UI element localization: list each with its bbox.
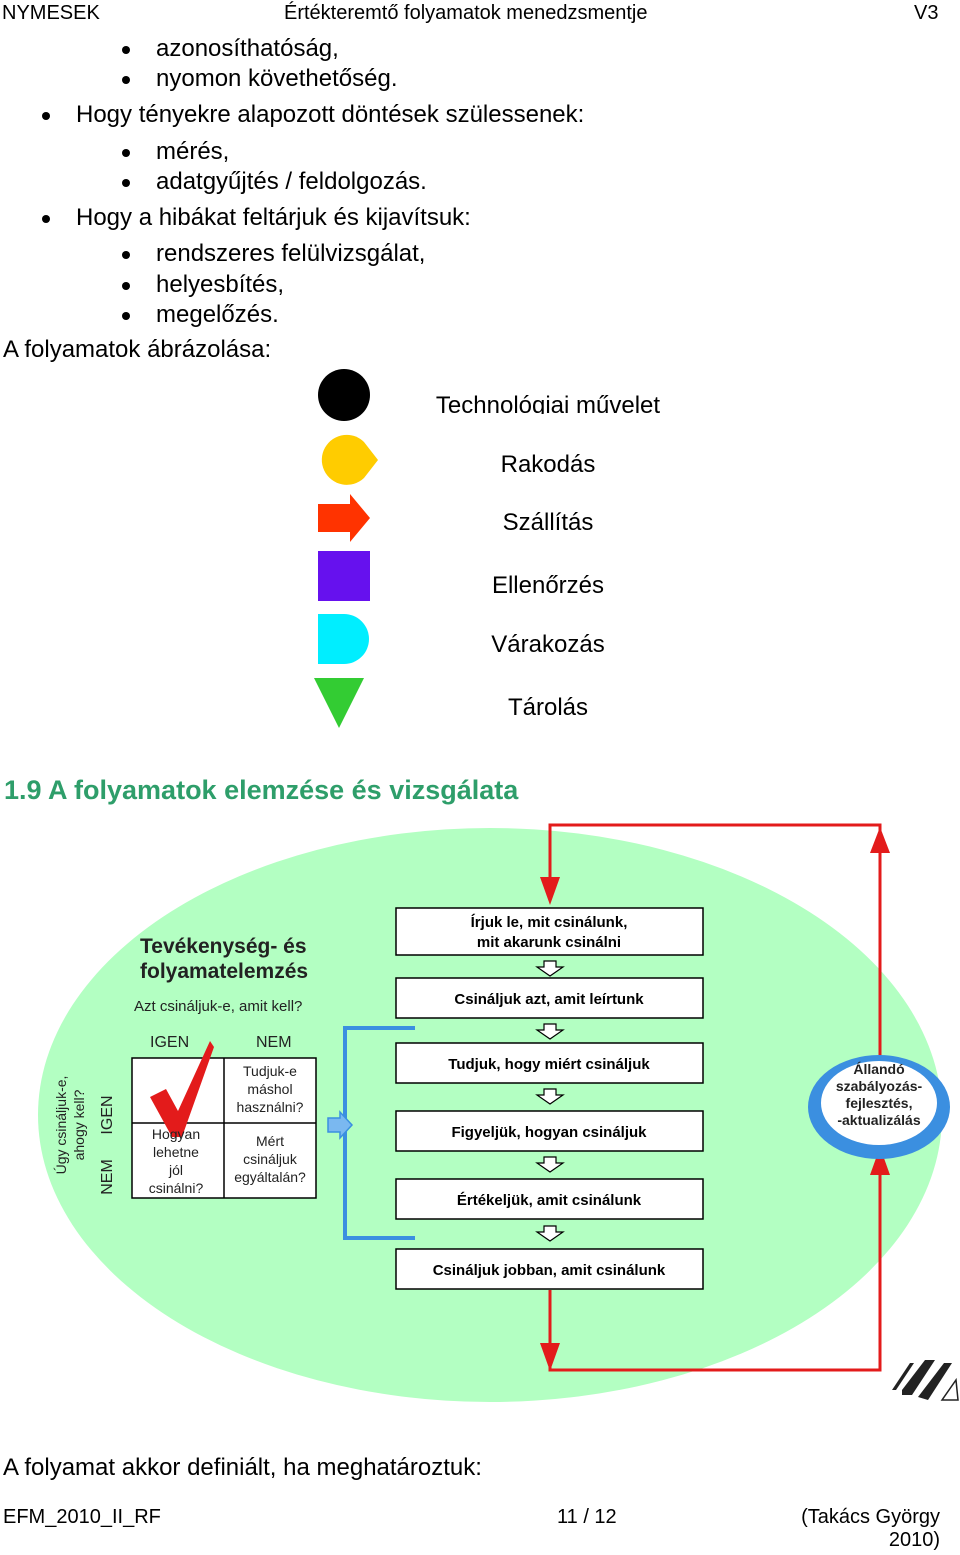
step-boxes: Írjuk le, mit csinálunk, mit akarunk csi… — [395, 907, 704, 1290]
step-6: Csináljuk jobban, amit csinálunk — [433, 1262, 666, 1279]
matrix-title-line2: folyamatelemzés — [140, 960, 308, 983]
list-item: Hogy a hibákat feltárjuk és kijavítsuk: — [42, 204, 471, 231]
bubble-line1: Állandó — [853, 1061, 904, 1077]
arrow-down-icon — [535, 1156, 565, 1173]
symbols-intro: A folyamatok ábrázolása: — [3, 336, 272, 363]
footer-year: 2010) — [888, 1529, 940, 1551]
matrix-question: Azt csináljuk-e, amit kell? — [134, 998, 302, 1015]
technological-operation-symbol — [318, 369, 370, 421]
list-item: rendszeres felülvizsgálat, — [121, 240, 426, 267]
transport-symbol — [318, 494, 370, 542]
checkmark-icon — [150, 1041, 214, 1137]
matrix-col-igen: IGEN — [150, 1034, 189, 1051]
cell-bottom-right-line2: csináljuk — [243, 1151, 298, 1167]
arrow-down-icon — [535, 960, 565, 977]
arrow-up-icon — [870, 1147, 890, 1175]
process-symbols — [314, 369, 378, 728]
matrix-side-line1: Úgy csináljuk-e, — [53, 1076, 69, 1175]
process-analysis-diagram: Írjuk le, mit csinálunk, mit akarunk csi… — [38, 823, 959, 1402]
cell-bottom-left-line2: lehetne — [153, 1144, 199, 1160]
delay-symbol — [318, 614, 369, 664]
bubble-line2: szabályozás- — [836, 1078, 923, 1094]
symbol-label-storage: Tárolás — [507, 694, 589, 721]
activity-matrix: Tevékenység- és folyamatelemzés Azt csin… — [53, 935, 317, 1199]
list-item: mérés, — [121, 138, 230, 165]
symbol-label-loading: Rakodás — [500, 451, 596, 478]
loading-symbol — [321, 434, 378, 485]
matrix-col-nem: NEM — [256, 1034, 292, 1051]
cell-top-right-line2: máshol — [247, 1081, 292, 1097]
closing-text: A folyamat akkor definiált, ha meghatáro… — [3, 1454, 482, 1481]
matrix-row-igen: IGEN — [99, 1095, 116, 1134]
feedback-loop — [540, 823, 890, 1372]
list-item: helyesbítés, — [121, 271, 285, 298]
list-item: adatgyűjtés / feldolgozás. — [122, 168, 427, 195]
matrix-row-nem: NEM — [99, 1159, 116, 1195]
bubble-line4: -aktualizálás — [837, 1112, 920, 1128]
header-center: Értékteremtő folyamatok menedzsmentje — [284, 2, 648, 24]
blue-bracket — [327, 1026, 415, 1240]
inspection-symbol — [318, 551, 370, 601]
step-3: Tudjuk, hogy miért csináljuk — [448, 1056, 650, 1073]
cell-top-right-line3: használni? — [237, 1099, 304, 1115]
storage-symbol — [314, 678, 364, 728]
list-item: nyomon követhetőség. — [122, 65, 398, 92]
matrix-side-line2: ahogy kell? — [71, 1089, 87, 1160]
cell-bottom-right-line1: Mért — [256, 1133, 284, 1149]
symbol-label-delay: Várakozás — [491, 631, 605, 658]
section-heading: 1.9 A folyamatok elemzése és vizsgálata — [4, 775, 519, 805]
arrow-down-icon — [540, 1343, 560, 1371]
cell-bottom-left-line1: Hogyan — [152, 1126, 200, 1142]
step-4: Figyeljük, hogyan csináljuk — [451, 1124, 647, 1141]
logo-mark-icon — [892, 1360, 959, 1401]
list-item: Hogy tényekre alapozott döntések szüless… — [41, 101, 585, 128]
cell-bottom-left-line4: csinálni? — [149, 1180, 204, 1196]
symbol-label-operation: Technológiai művelet — [435, 392, 661, 414]
step-1-line1: Írjuk le, mit csinálunk, — [471, 914, 628, 931]
bubble-line3: fejlesztés, — [846, 1095, 913, 1111]
cell-bottom-right-line3: egyáltalán? — [234, 1169, 306, 1185]
arrow-down-icon — [535, 1088, 565, 1105]
cell-bottom-left-line3: jól — [168, 1162, 183, 1178]
step-arrows — [535, 960, 565, 1242]
footer-left: EFM_2010_II_RF — [3, 1506, 161, 1528]
footer-page-number: 11 / 12 — [557, 1506, 617, 1528]
arrow-down-icon — [535, 1023, 565, 1040]
arrow-up-icon — [870, 827, 890, 853]
step-2: Csináljuk azt, amit leírtunk — [454, 991, 644, 1008]
footer-author: (Takács György — [801, 1506, 940, 1528]
arrow-down-icon — [535, 1225, 565, 1242]
arrow-down-icon — [540, 877, 560, 905]
header-left: NYMESEK — [2, 2, 100, 24]
arrow-right-icon — [327, 1110, 354, 1140]
matrix-title-line1: Tevékenység- és — [140, 935, 307, 958]
list-item: megelőzés. — [122, 301, 279, 328]
symbol-label-inspection: Ellenőrzés — [491, 572, 605, 599]
continuous-improvement-bubble: Állandó szabályozás- fejlesztés, -aktual… — [808, 1055, 950, 1159]
step-1-line2: mit akarunk csinálni — [477, 934, 621, 951]
symbol-label-transport: Szállítás — [502, 509, 594, 536]
cell-top-right-line1: Tudjuk-e — [243, 1063, 297, 1079]
list-item: azonosíthatóság, — [122, 35, 339, 62]
header-right: V3 — [914, 2, 939, 24]
step-5: Értékeljük, amit csinálunk — [457, 1192, 642, 1209]
footer-right: (Takács György 2010) — [801, 1506, 940, 1552]
